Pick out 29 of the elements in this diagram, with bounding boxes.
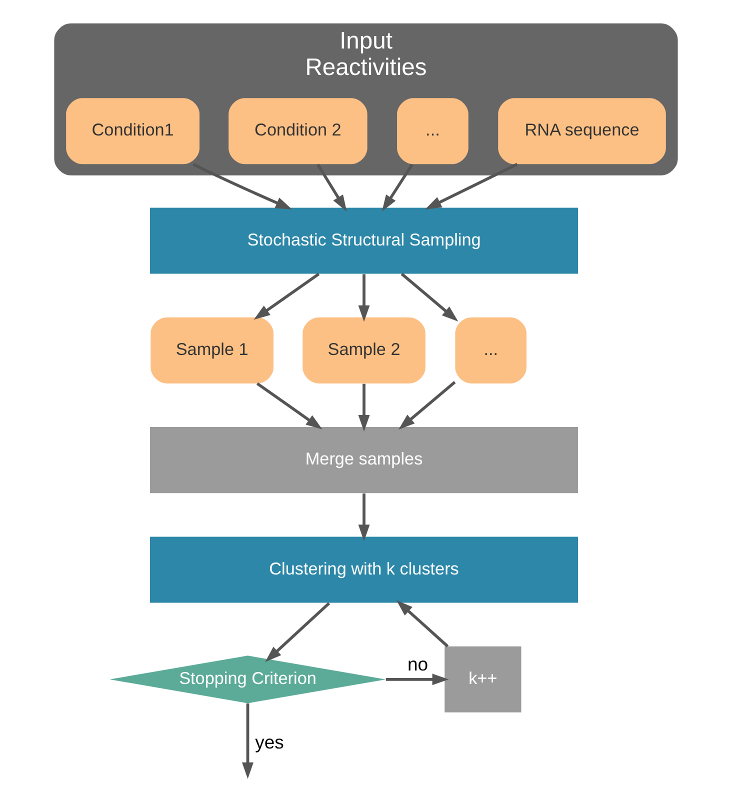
arrow — [400, 272, 458, 322]
node-box: Condition 2 — [228, 98, 368, 164]
arrow — [358, 494, 370, 542]
node-box: Sample 2 — [302, 317, 426, 384]
node-box: Clustering with k clusters — [150, 536, 578, 603]
arrow — [358, 274, 370, 322]
node-box: Merge samples — [150, 427, 578, 494]
arrow — [254, 272, 320, 320]
arrow — [396, 600, 449, 648]
arrow — [382, 164, 414, 212]
arrow — [425, 162, 518, 210]
edge-label: yes — [255, 731, 284, 752]
node-box: Sample 1 — [150, 317, 274, 384]
arrow — [256, 382, 322, 430]
node-box: k++ — [444, 646, 522, 712]
edge-label: no — [408, 653, 428, 674]
arrow — [316, 164, 347, 212]
arrow — [358, 384, 370, 432]
node-box: RNA sequence — [498, 98, 666, 164]
arrow — [192, 162, 292, 210]
arrow — [265, 602, 330, 662]
node-box: Stochastic Structural Sampling — [150, 208, 578, 274]
node-box: ... — [455, 317, 527, 384]
arrow — [386, 674, 449, 686]
node-box: Condition1 — [66, 98, 200, 164]
arrow — [242, 703, 254, 779]
node-box: ... — [397, 98, 468, 164]
arrow — [398, 381, 456, 430]
node-diamond: Stopping Criterion — [110, 656, 386, 704]
